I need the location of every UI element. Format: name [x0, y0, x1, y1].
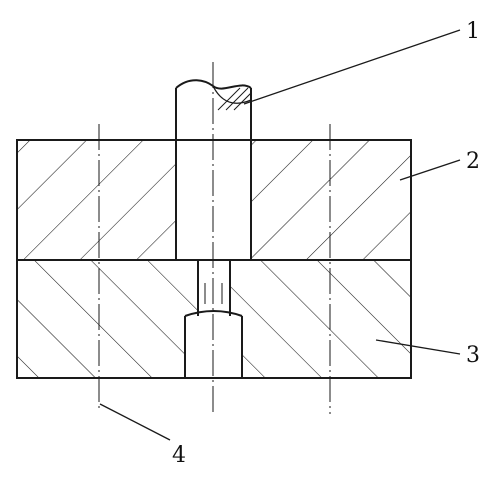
- lower-plate: [16, 259, 412, 379]
- upper-plate-hatch: [17, 140, 411, 260]
- rod-break-inner: [212, 85, 252, 104]
- leader-line-3: [375, 339, 461, 355]
- neck-inner-lines: [204, 283, 223, 304]
- leader-line-4: [99, 403, 171, 441]
- leader-line-2: [399, 159, 461, 181]
- callout-3: 3: [466, 343, 480, 368]
- hole-bore: [184, 310, 243, 378]
- lower-plate-hatch: [17, 260, 411, 378]
- rod-break-hatch: [217, 87, 251, 111]
- hole-neck: [197, 260, 231, 316]
- leader-line-1: [243, 29, 461, 105]
- callout-1: 1: [466, 19, 480, 44]
- callout-2: 2: [466, 149, 480, 174]
- callout-4: 4: [172, 443, 186, 468]
